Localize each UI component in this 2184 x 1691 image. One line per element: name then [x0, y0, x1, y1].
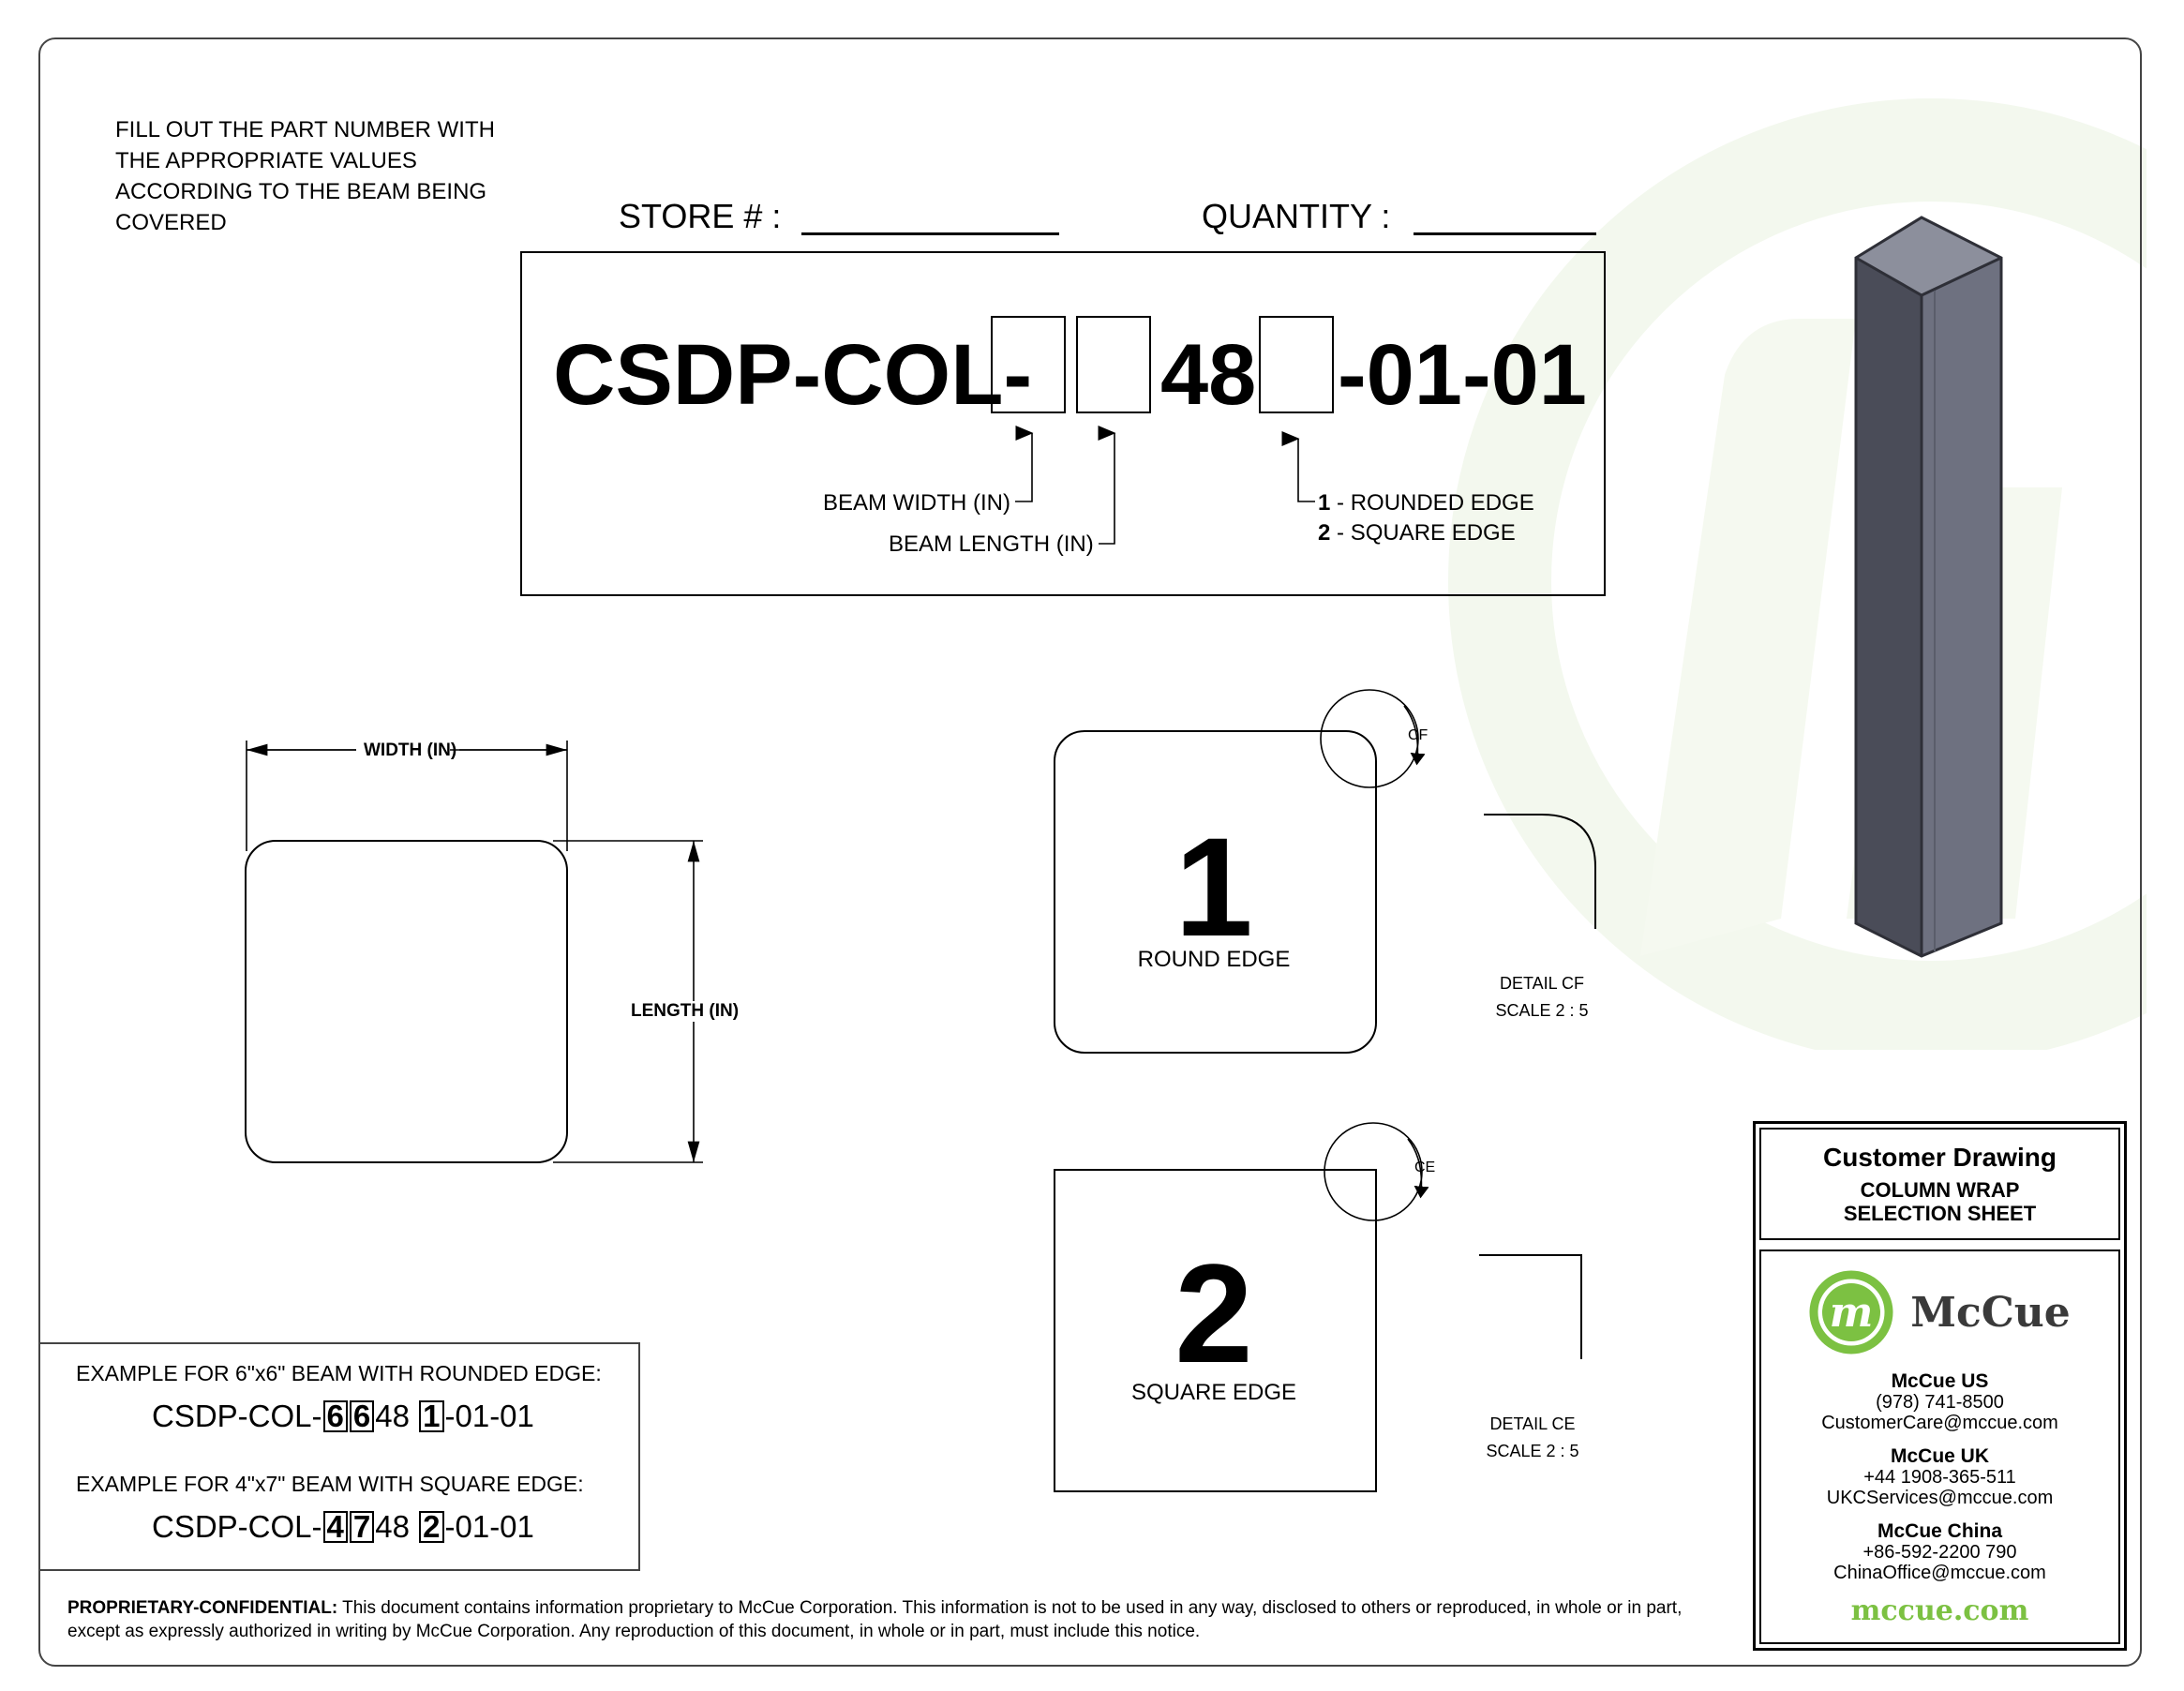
- example-width-box: 6: [322, 1400, 348, 1432]
- example-code-middle: 48: [375, 1399, 410, 1433]
- square-edge-number: 2: [1174, 1235, 1253, 1392]
- example-length-box: 6: [349, 1400, 375, 1432]
- square-edge-label: SQUARE EDGE: [1130, 1380, 1297, 1405]
- detail-cf-title: DETAIL CF: [1499, 974, 1584, 993]
- detail-tag-ce: CE: [1414, 1160, 1436, 1175]
- office-email[interactable]: UKCServices@mccue.com: [1826, 1488, 2054, 1508]
- instruction-line: COVERED: [115, 210, 227, 235]
- part-number-box: [520, 251, 1606, 596]
- example-code-prefix: CSDP-COL-: [152, 1509, 322, 1544]
- example-code-middle: 48: [375, 1509, 410, 1544]
- instruction-line: THE APPROPRIATE VALUES: [115, 148, 417, 173]
- column-wrap-illustration: [1854, 216, 2003, 958]
- example-length-box: 7: [349, 1511, 375, 1543]
- edge-type-slot[interactable]: [1259, 316, 1334, 413]
- office-uk: McCue UK +44 1908-365-511 UKCServices@mc…: [1761, 1445, 2118, 1509]
- instruction-line: FILL OUT THE PART NUMBER WITH: [115, 117, 495, 142]
- detail-ce-scale: SCALE 2 : 5: [1486, 1442, 1579, 1460]
- detail-cf-scale: SCALE 2 : 5: [1495, 1001, 1589, 1020]
- company-info: m McCue McCue US (978) 741-8500 Customer…: [1759, 1250, 2120, 1644]
- callout-leaders: [1015, 426, 1315, 545]
- drawing-subtitle-line: SELECTION SHEET: [1843, 1202, 2037, 1225]
- beam-length-slot[interactable]: [1076, 316, 1151, 413]
- office-name: McCue UK: [1890, 1445, 1989, 1467]
- edge-option-2-callout: 2 - SQUARE EDGE: [1318, 520, 1516, 546]
- detail-tag-cf: CF: [1408, 727, 1429, 743]
- store-blank[interactable]: [801, 232, 1059, 235]
- beam-length-callout: BEAM LENGTH (IN): [889, 531, 1094, 557]
- instructions: FILL OUT THE PART NUMBER WITH THE APPROP…: [115, 114, 640, 238]
- width-dimension-label: WIDTH (IN): [364, 741, 457, 760]
- detail-ce-caption: DETAIL CE SCALE 2 : 5: [1458, 1411, 1608, 1465]
- example-code-prefix: CSDP-COL-: [152, 1399, 322, 1433]
- office-us: McCue US (978) 741-8500 CustomerCare@mcc…: [1761, 1370, 2118, 1434]
- example-1-heading: EXAMPLE FOR 6"x6" BEAM WITH ROUNDED EDGE…: [76, 1361, 602, 1385]
- detail-ce-drawing: [1479, 1254, 1582, 1359]
- office-china: McCue China +86-592-2200 790 ChinaOffice…: [1761, 1520, 2118, 1584]
- drawing-type-title: Customer Drawing: [1823, 1143, 2057, 1172]
- company-logo: m McCue: [1761, 1270, 2118, 1354]
- length-dimension-label: LENGTH (IN): [631, 1001, 740, 1022]
- instruction-line: ACCORDING TO THE BEAM BEING: [115, 179, 487, 204]
- title-block: [1753, 1121, 2127, 1651]
- detail-ce-title: DETAIL CE: [1489, 1414, 1576, 1433]
- dimension-diagram: [245, 741, 703, 1163]
- detail-cf-caption: DETAIL CF SCALE 2 : 5: [1467, 970, 1617, 1025]
- beam-width-slot[interactable]: [991, 316, 1066, 413]
- part-number-prefix: CSDP-COL-: [553, 327, 1033, 423]
- example-code-suffix: -01-01: [444, 1399, 534, 1433]
- title-block-header: Customer Drawing COLUMN WRAP SELECTION S…: [1759, 1128, 2120, 1240]
- office-name: McCue China: [1877, 1520, 2002, 1542]
- examples-box: [38, 1342, 640, 1571]
- drawing-subtitle: COLUMN WRAP SELECTION SHEET: [1761, 1178, 2118, 1225]
- website-link[interactable]: mccue.com: [1850, 1594, 2029, 1627]
- example-code-suffix: -01-01: [444, 1509, 534, 1544]
- quantity-blank[interactable]: [1414, 232, 1596, 235]
- store-label: STORE # :: [619, 197, 782, 235]
- round-edge-label: ROUND EDGE: [1137, 947, 1291, 972]
- office-phone: +86-592-2200 790: [1862, 1542, 2017, 1563]
- quantity-label: QUANTITY :: [1202, 197, 1391, 235]
- edge-option-1-callout: 1 - ROUNDED EDGE: [1318, 490, 1534, 516]
- office-phone: (978) 741-8500: [1876, 1392, 2004, 1413]
- square-edge-profile: [1054, 1122, 1429, 1492]
- example-edge-box: 2: [419, 1511, 444, 1543]
- part-number-fixed: 48: [1160, 327, 1257, 423]
- confidential-notice: PROPRIETARY-CONFIDENTIAL: This document …: [67, 1596, 1717, 1643]
- round-edge-number: 1: [1174, 808, 1253, 965]
- drawing-subtitle-line: COLUMN WRAP: [1860, 1178, 2020, 1202]
- example-2-heading: EXAMPLE FOR 4"x7" BEAM WITH SQUARE EDGE:: [76, 1472, 584, 1496]
- confidential-text: This document contains information propr…: [67, 1598, 1683, 1641]
- example-width-box: 4: [322, 1511, 348, 1543]
- office-email[interactable]: ChinaOffice@mccue.com: [1833, 1563, 2046, 1583]
- office-email[interactable]: CustomerCare@mccue.com: [1821, 1413, 2058, 1433]
- confidential-label: PROPRIETARY-CONFIDENTIAL:: [67, 1598, 338, 1618]
- beam-width-callout: BEAM WIDTH (IN): [823, 490, 1010, 516]
- part-number-suffix: -01-01: [1338, 327, 1587, 423]
- office-phone: +44 1908-365-511: [1863, 1467, 2016, 1488]
- drawing-border: [38, 37, 2142, 1667]
- logo-letter: m: [1830, 1289, 1874, 1337]
- example-edge-box: 1: [419, 1400, 444, 1432]
- office-name: McCue US: [1891, 1370, 1989, 1392]
- round-edge-profile: [1054, 689, 1426, 1054]
- detail-cf-drawing: [1484, 814, 1596, 929]
- logo-wordmark: McCue: [1910, 1288, 2071, 1337]
- mccue-logo-icon: m: [1809, 1270, 1893, 1354]
